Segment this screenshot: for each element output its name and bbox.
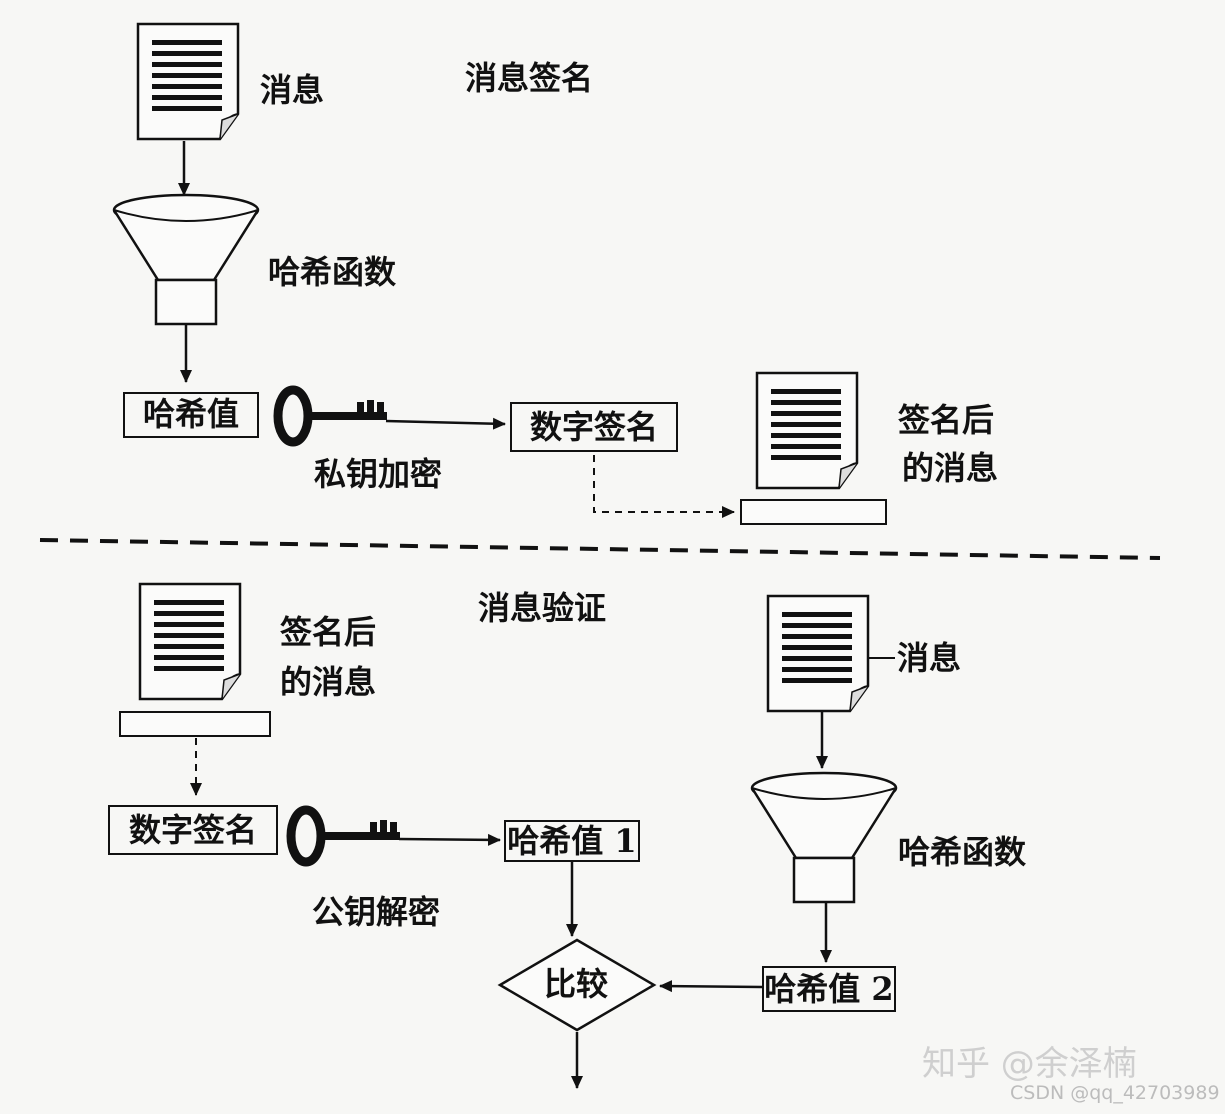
arrow-hash2-to-compare xyxy=(659,980,763,993)
verify-signed-doc-icon xyxy=(138,582,242,701)
signed-message-label-line1: 签名后 xyxy=(898,401,995,439)
arrow-key-to-hash1 xyxy=(398,833,501,846)
verify-message-label: 消息 xyxy=(897,639,962,677)
verify-hash-function-label: 哈希函数 xyxy=(898,833,1027,871)
verify-section-title: 消息验证 xyxy=(478,589,607,627)
public-key-label: 公钥解密 xyxy=(312,893,441,931)
hash-value-2-box: 哈希值 2 xyxy=(762,966,896,1012)
hash-value-1-box: 哈希值 1 xyxy=(504,820,640,862)
verify-attached-signature-bar xyxy=(119,711,271,737)
sign-hash-value-box: 哈希值 xyxy=(123,392,259,438)
dashed-arrow-signature-to-message xyxy=(593,455,735,518)
signed-message-doc-icon xyxy=(755,371,859,490)
zhihu-watermark: 知乎 @余泽楠 xyxy=(922,1044,1137,1084)
sign-message-label: 消息 xyxy=(260,71,325,109)
signed-message-label-line2: 的消息 xyxy=(902,449,999,487)
sign-digital-signature-box: 数字签名 xyxy=(510,402,678,452)
verify-digital-signature-box: 数字签名 xyxy=(108,805,278,855)
verify-signed-label-line2: 的消息 xyxy=(280,663,377,701)
compare-label: 比较 xyxy=(544,965,609,1003)
sign-hash-function-label: 哈希函数 xyxy=(268,253,397,291)
sign-funnel-icon xyxy=(112,193,260,326)
sign-section-title: 消息签名 xyxy=(465,59,594,97)
private-key-label: 私钥加密 xyxy=(314,455,443,493)
attached-signature-bar xyxy=(740,499,887,525)
csdn-watermark: CSDN @qq_42703989 xyxy=(1010,1082,1220,1104)
public-key-icon xyxy=(291,810,400,862)
section-divider xyxy=(39,538,1161,560)
private-key-icon xyxy=(278,390,387,442)
arrow-key-to-signature xyxy=(385,417,506,430)
verify-funnel-icon xyxy=(750,771,898,904)
sign-message-doc-icon xyxy=(136,22,240,141)
verify-message-doc-icon xyxy=(766,594,870,713)
compare-diamond xyxy=(497,938,657,1032)
verify-signed-label-line1: 签名后 xyxy=(280,613,377,651)
